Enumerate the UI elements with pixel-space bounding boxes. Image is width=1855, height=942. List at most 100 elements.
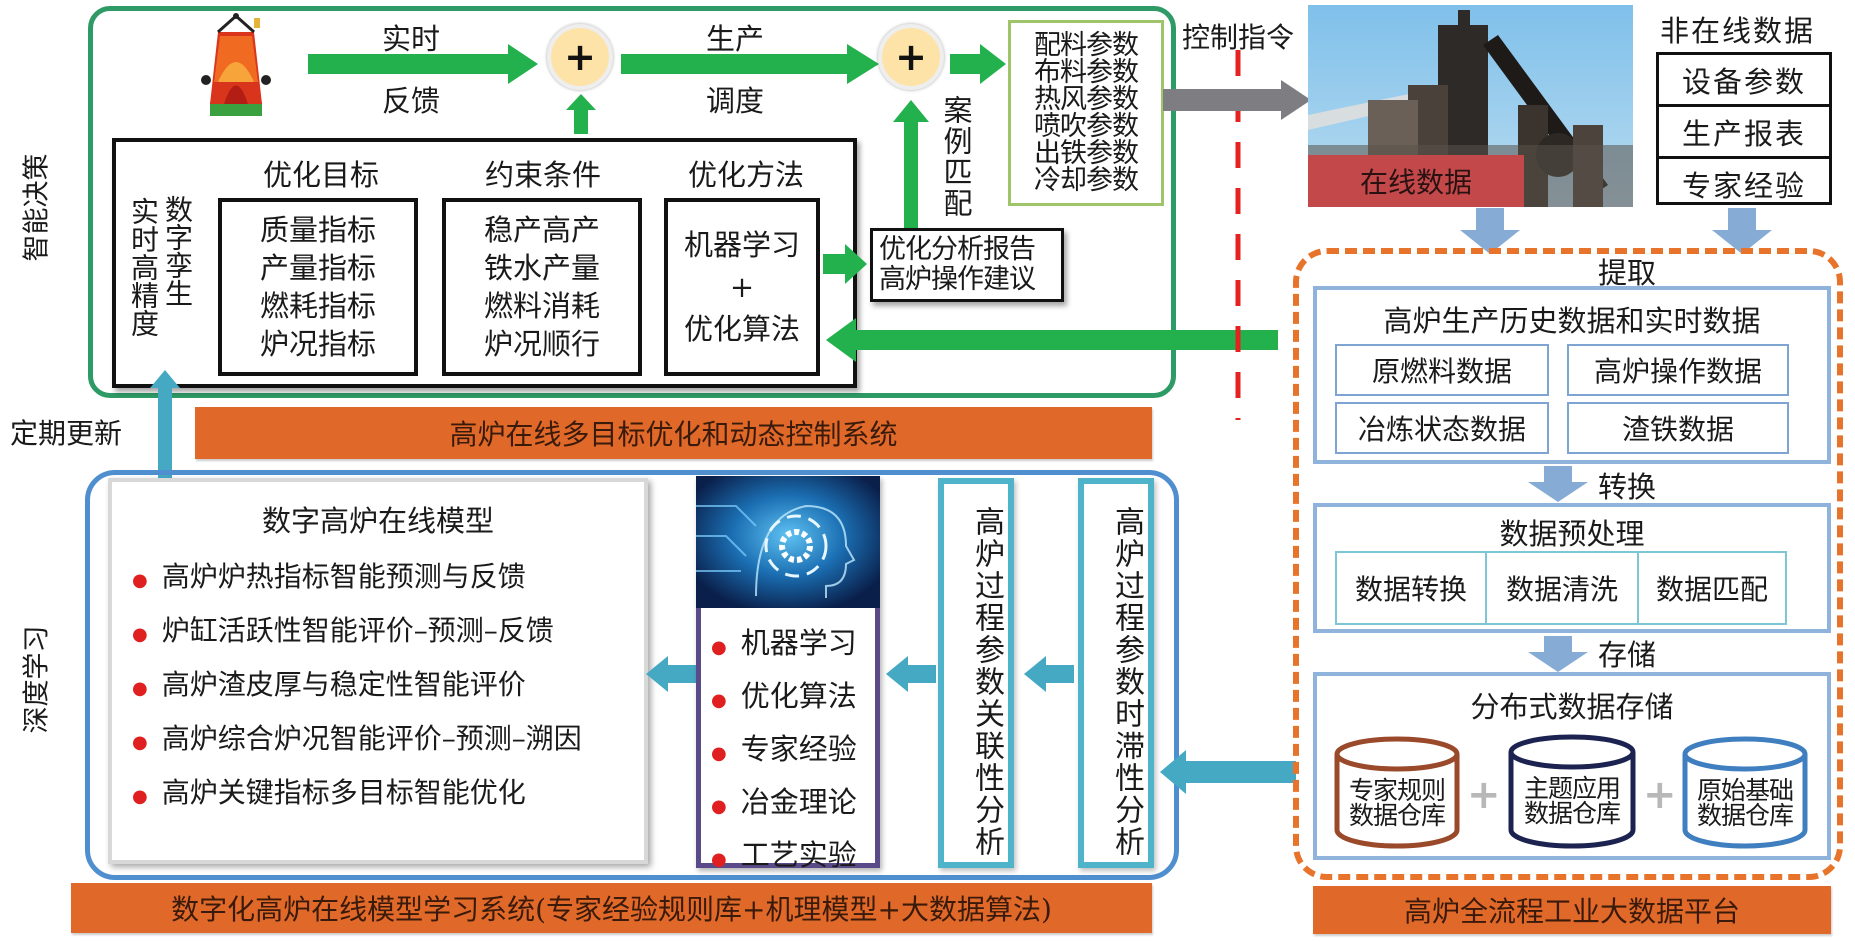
list-item: 炉况指标 bbox=[259, 327, 376, 361]
param-item: 出铁参数 bbox=[1034, 138, 1139, 169]
arrow-offline-to-platform bbox=[1712, 208, 1772, 254]
warehouse-label: 专家规则数据仓库 bbox=[1348, 776, 1446, 830]
side-label-intelligent-decision: 智能决策 bbox=[21, 153, 53, 262]
arrow-to-online-model bbox=[646, 656, 696, 692]
blast-furnace-icon bbox=[201, 13, 271, 116]
list-item: ●高炉关键指标多目标智能优化 bbox=[132, 776, 526, 809]
offline-data-title: 非在线数据 bbox=[1660, 14, 1816, 48]
label-feedback: 反馈 bbox=[382, 84, 441, 118]
label-transform: 转换 bbox=[1598, 470, 1657, 504]
param-item: 喷吹参数 bbox=[1034, 111, 1139, 142]
arrow-online-to-platform bbox=[1460, 208, 1520, 254]
offline-data-list: 设备参数 生产报表 专家经验 bbox=[1656, 52, 1832, 205]
bullet-icon: ● bbox=[132, 678, 148, 699]
system-bar-model-learning: 数字化高炉在线模型学习系统(专家经验规则库+机理模型+大数据算法) bbox=[71, 883, 1152, 933]
database-cylinder-icon bbox=[1508, 734, 1636, 849]
plus-icon: + bbox=[1467, 772, 1501, 818]
list-item: ●高炉渣皮厚与稳定性智能评价 bbox=[132, 668, 526, 701]
list-item: ●优化算法 bbox=[711, 679, 857, 713]
optimization-target-list: 质量指标 产量指标 燃耗指标 炉况指标 bbox=[218, 198, 418, 376]
list-item: 质量指标 bbox=[259, 213, 376, 247]
param-item: 布料参数 bbox=[1034, 57, 1139, 88]
arrow-production-dispatch bbox=[621, 44, 879, 84]
arrow-control-command bbox=[1163, 80, 1311, 120]
method-box: ●机器学习 ●优化算法 ●专家经验 ●冶金理论 ●工艺实验 bbox=[696, 476, 880, 872]
heading-optimization-target: 优化目标 bbox=[262, 158, 379, 192]
control-params-box: 配料参数 布料参数 热风参数 喷吹参数 出铁参数 冷却参数 bbox=[1008, 20, 1164, 206]
preprocess-cell-clean: 数据清洗 bbox=[1485, 551, 1639, 625]
history-data-box: 高炉生产历史数据和实时数据 原燃料数据 高炉操作数据 冶炼状态数据 渣铁数据 bbox=[1313, 286, 1831, 464]
arrow-realtime-feedback bbox=[308, 44, 538, 84]
param-item: 配料参数 bbox=[1034, 30, 1139, 61]
label-case-matching: 案例匹配 bbox=[939, 95, 973, 219]
arrow-transform bbox=[1528, 466, 1588, 502]
list-item: 炉况顺行 bbox=[483, 327, 600, 361]
preprocess-cell-convert: 数据转换 bbox=[1335, 551, 1487, 625]
bullet-icon: ● bbox=[711, 849, 727, 870]
arrow-case-matching bbox=[893, 100, 929, 230]
list-item: 燃料消耗 bbox=[483, 289, 600, 323]
optimization-method-list: 机器学习 + 优化算法 bbox=[664, 198, 820, 376]
label-dispatch: 调度 bbox=[706, 84, 765, 118]
list-item: 优化算法 bbox=[683, 312, 800, 346]
list-item: ●专家经验 bbox=[711, 732, 857, 766]
bullet-icon: ● bbox=[711, 690, 727, 711]
label-realtime: 实时 bbox=[382, 22, 441, 56]
sum-node-2: + bbox=[878, 24, 944, 90]
list-item: ●冶金理论 bbox=[711, 785, 857, 819]
report-line: 优化分析报告 bbox=[879, 234, 1036, 265]
list-item: ●工艺实验 bbox=[711, 838, 857, 872]
list-item: 稳产高产 bbox=[483, 213, 600, 247]
history-data-title: 高炉生产历史数据和实时数据 bbox=[1383, 304, 1761, 338]
arrow-to-correlation bbox=[1024, 656, 1074, 692]
report-box: 优化分析报告 高炉操作建议 bbox=[870, 228, 1064, 302]
list-item: + bbox=[729, 270, 755, 304]
param-item: 冷却参数 bbox=[1034, 165, 1139, 196]
warehouse-label: 主题应用数据仓库 bbox=[1523, 774, 1621, 828]
arrow-data-to-method bbox=[826, 318, 1278, 362]
list-item: 产量指标 bbox=[259, 251, 376, 285]
time-lag-analysis-box: 高炉过程参数时滞性分析 bbox=[1078, 478, 1154, 868]
sum-node-1: + bbox=[547, 24, 613, 90]
list-item: 燃耗指标 bbox=[259, 289, 376, 323]
preprocess-title: 数据预处理 bbox=[1499, 517, 1645, 551]
data-cell-raw-fuel: 原燃料数据 bbox=[1335, 344, 1549, 396]
bullet-icon: ● bbox=[132, 570, 148, 591]
method-list: ●机器学习 ●优化算法 ●专家经验 ●冶金理论 ●工艺实验 bbox=[711, 619, 857, 884]
online-model-box: 数字高炉在线模型 ●高炉炉热指标智能预测与反馈 ●炉缸活跃性智能评价–预测–反馈… bbox=[108, 478, 648, 864]
warehouse-raw-base: 原始基础数据仓库 bbox=[1681, 736, 1809, 850]
deep-learning-panel bbox=[85, 470, 1179, 880]
big-data-platform-panel bbox=[1293, 248, 1843, 880]
side-label-deep-learning: 深度学习 bbox=[21, 625, 53, 734]
warehouse-expert-rules: 专家规则数据仓库 bbox=[1333, 736, 1461, 850]
label-control-command: 控制指令 bbox=[1182, 21, 1295, 54]
preprocess-box: 数据预处理 数据转换 数据清洗 数据匹配 bbox=[1313, 503, 1831, 633]
side-label-periodic-update: 定期更新 bbox=[10, 417, 123, 450]
offline-item: 设备参数 bbox=[1659, 55, 1829, 107]
list-item: ●机器学习 bbox=[711, 626, 857, 660]
warehouse-label: 原始基础数据仓库 bbox=[1696, 776, 1794, 830]
bullet-icon: ● bbox=[711, 743, 727, 764]
storage-title: 分布式数据存储 bbox=[1470, 690, 1674, 724]
online-data-photo: 在线数据 bbox=[1308, 5, 1633, 207]
database-cylinder-icon bbox=[1682, 736, 1808, 849]
distributed-storage-box: 分布式数据存储 专家规则数据仓库 + 主题应用数据仓库 + 原始基础数据仓库 bbox=[1313, 672, 1831, 860]
system-bar-big-data-platform: 高炉全流程工业大数据平台 bbox=[1313, 886, 1831, 934]
arrow-store bbox=[1528, 636, 1588, 672]
database-cylinder-icon bbox=[1334, 736, 1460, 849]
preprocess-cell-match: 数据匹配 bbox=[1637, 551, 1787, 625]
system-bar-online-optimization: 高炉在线多目标优化和动态控制系统 bbox=[195, 407, 1152, 459]
bullet-icon: ● bbox=[711, 796, 727, 817]
arrow-up-to-sum-1 bbox=[566, 94, 596, 134]
list-item: 铁水产量 bbox=[483, 251, 600, 285]
label-digital-twin: 数字孪生 bbox=[161, 195, 194, 307]
boundary-dashed-line bbox=[1235, 50, 1241, 420]
list-item: ●高炉综合炉况智能评价–预测–溯因 bbox=[132, 722, 582, 755]
label-production: 生产 bbox=[706, 22, 765, 56]
heading-optimization-method: 优化方法 bbox=[687, 158, 804, 192]
offline-item: 生产报表 bbox=[1659, 107, 1829, 159]
bullet-icon: ● bbox=[132, 786, 148, 807]
data-cell-slag-iron: 渣铁数据 bbox=[1567, 402, 1789, 454]
label-store: 存储 bbox=[1598, 638, 1657, 672]
bullet-icon: ● bbox=[132, 624, 148, 645]
